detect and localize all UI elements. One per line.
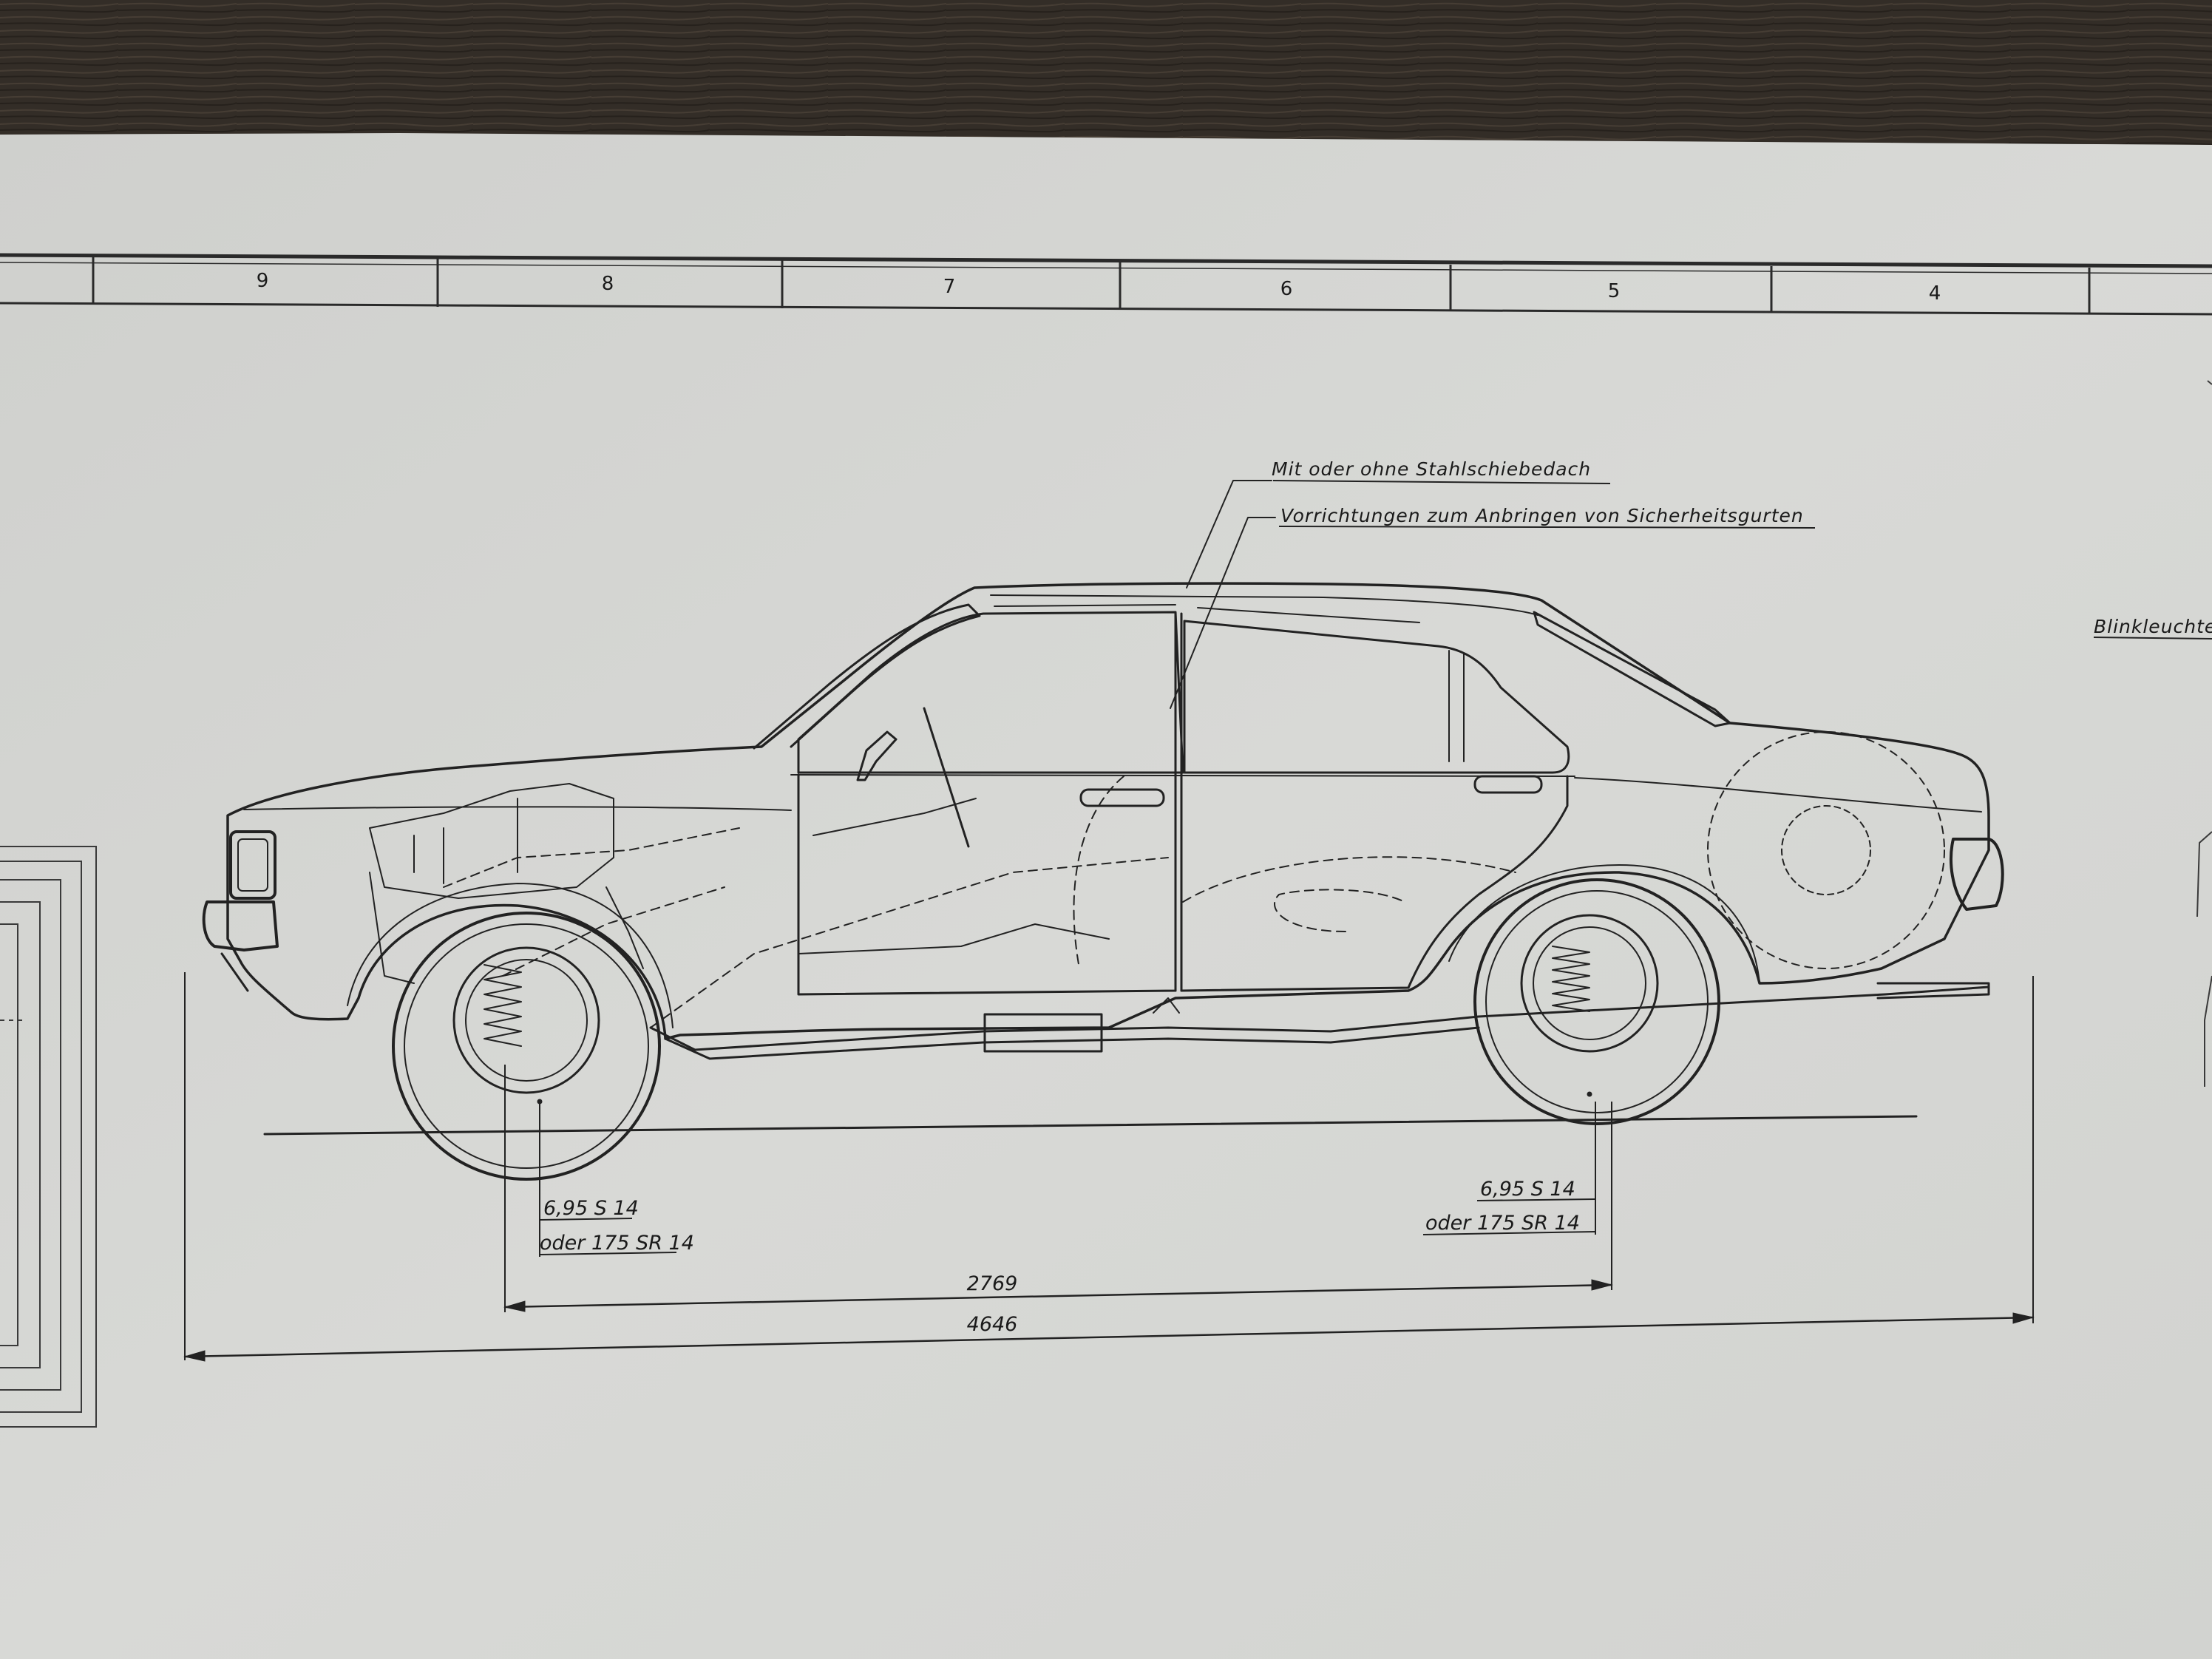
ruler-label-9: 9 <box>257 270 269 292</box>
window-frame <box>797 611 1184 774</box>
spare-wheel <box>1707 731 1945 969</box>
overall-length-dimension: 4646 <box>967 1313 1018 1336</box>
headlight <box>229 830 276 900</box>
annotation-sunroof: Mit oder ohne Stahlschiebedach <box>1272 458 1591 480</box>
rear-side-window <box>1183 620 1570 774</box>
annotation-seatbelts: Vorrichtungen zum Anbringen von Sicherhe… <box>1280 505 1804 526</box>
windscreen <box>753 603 981 750</box>
front-tire-size: 6,95 S 14 <box>543 1197 639 1220</box>
rear-window <box>1533 611 1731 727</box>
rear-tire-alternative: oder 175 SR 14 <box>1425 1212 1580 1235</box>
car-side-view <box>202 480 2004 1181</box>
ruler-label-7: 7 <box>943 276 956 298</box>
ruler-label-8: 8 <box>602 273 614 295</box>
front-spring <box>484 964 522 1047</box>
front-wheel <box>392 912 661 1181</box>
rear-bumper <box>1876 982 1990 1000</box>
exhaust-line <box>649 985 1990 1051</box>
front-tire-alternative: oder 175 SR 14 <box>540 1232 694 1255</box>
rear-tire-size: 6,95 S 14 <box>1480 1178 1575 1201</box>
annotation-indicator: Blinkleuchte <box>2094 616 2212 637</box>
rear-view-fragment <box>2196 380 2212 1087</box>
wheelbase-dimension: 2769 <box>967 1272 1018 1295</box>
grid-ruler <box>0 253 2212 316</box>
rear-wheel <box>1473 878 1720 1125</box>
paper-sheet <box>0 133 2212 1659</box>
engine <box>369 783 614 899</box>
rear-door <box>1180 773 1569 992</box>
dimension-lines <box>183 972 2035 1362</box>
table-background <box>0 0 2212 148</box>
rear-door-handle <box>1473 775 1543 794</box>
body-outline <box>226 582 1990 1040</box>
rear-light <box>1950 838 2004 911</box>
silencer <box>983 1013 1103 1053</box>
front-bumper <box>202 900 279 951</box>
front-view-fragment <box>0 846 97 1428</box>
steering-column <box>923 707 970 848</box>
ruler-label-4: 4 <box>1929 282 1941 305</box>
side-mirror <box>856 730 898 781</box>
rear-spring <box>1552 946 1590 1012</box>
front-door-handle <box>1079 788 1165 807</box>
ruler-label-5: 5 <box>1608 280 1621 302</box>
ruler-label-6: 6 <box>1280 278 1293 300</box>
